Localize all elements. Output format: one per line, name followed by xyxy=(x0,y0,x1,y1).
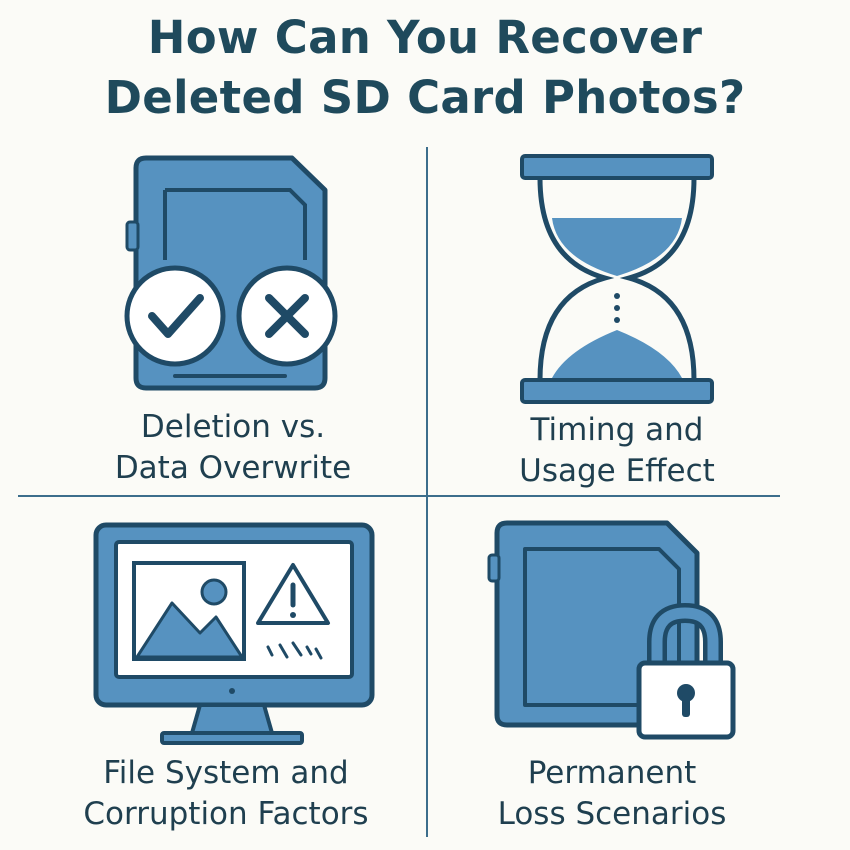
panel-permanent-loss: Permanent Loss Scenarios xyxy=(427,497,850,850)
horizontal-divider xyxy=(18,495,780,497)
title-line-2: Deleted SD Card Photos? xyxy=(104,71,746,124)
panel-file-system-corruption: File System and Corruption Factors xyxy=(0,497,426,850)
caption-line-1: Permanent xyxy=(527,755,697,791)
panel-deletion-vs-overwrite: Deletion vs. Data Overwrite xyxy=(0,150,426,495)
caption-timing-usage: Timing and Usage Effect xyxy=(427,410,807,492)
panel-timing-usage: Timing and Usage Effect xyxy=(427,150,850,495)
caption-permanent-loss: Permanent Loss Scenarios xyxy=(427,753,797,835)
sd-card-lock-icon xyxy=(487,520,736,740)
caption-file-system-corruption: File System and Corruption Factors xyxy=(26,753,426,835)
caption-line-1: Timing and xyxy=(530,412,704,448)
caption-deletion-vs-overwrite: Deletion vs. Data Overwrite xyxy=(20,407,446,489)
monitor-warning-icon xyxy=(93,522,375,745)
caption-line-2: Data Overwrite xyxy=(114,450,352,486)
title-line-1: How Can You Recover xyxy=(147,11,703,64)
caption-line-2: Loss Scenarios xyxy=(497,796,727,832)
page-title: How Can You Recover Deleted SD Card Phot… xyxy=(0,8,850,128)
caption-line-2: Corruption Factors xyxy=(83,796,369,832)
sd-card-check-cross-icon xyxy=(124,155,338,391)
caption-line-2: Usage Effect xyxy=(519,453,715,489)
caption-line-1: File System and xyxy=(103,755,349,791)
hourglass-icon xyxy=(520,154,714,404)
vertical-divider xyxy=(426,147,428,837)
caption-line-1: Deletion vs. xyxy=(140,409,326,445)
